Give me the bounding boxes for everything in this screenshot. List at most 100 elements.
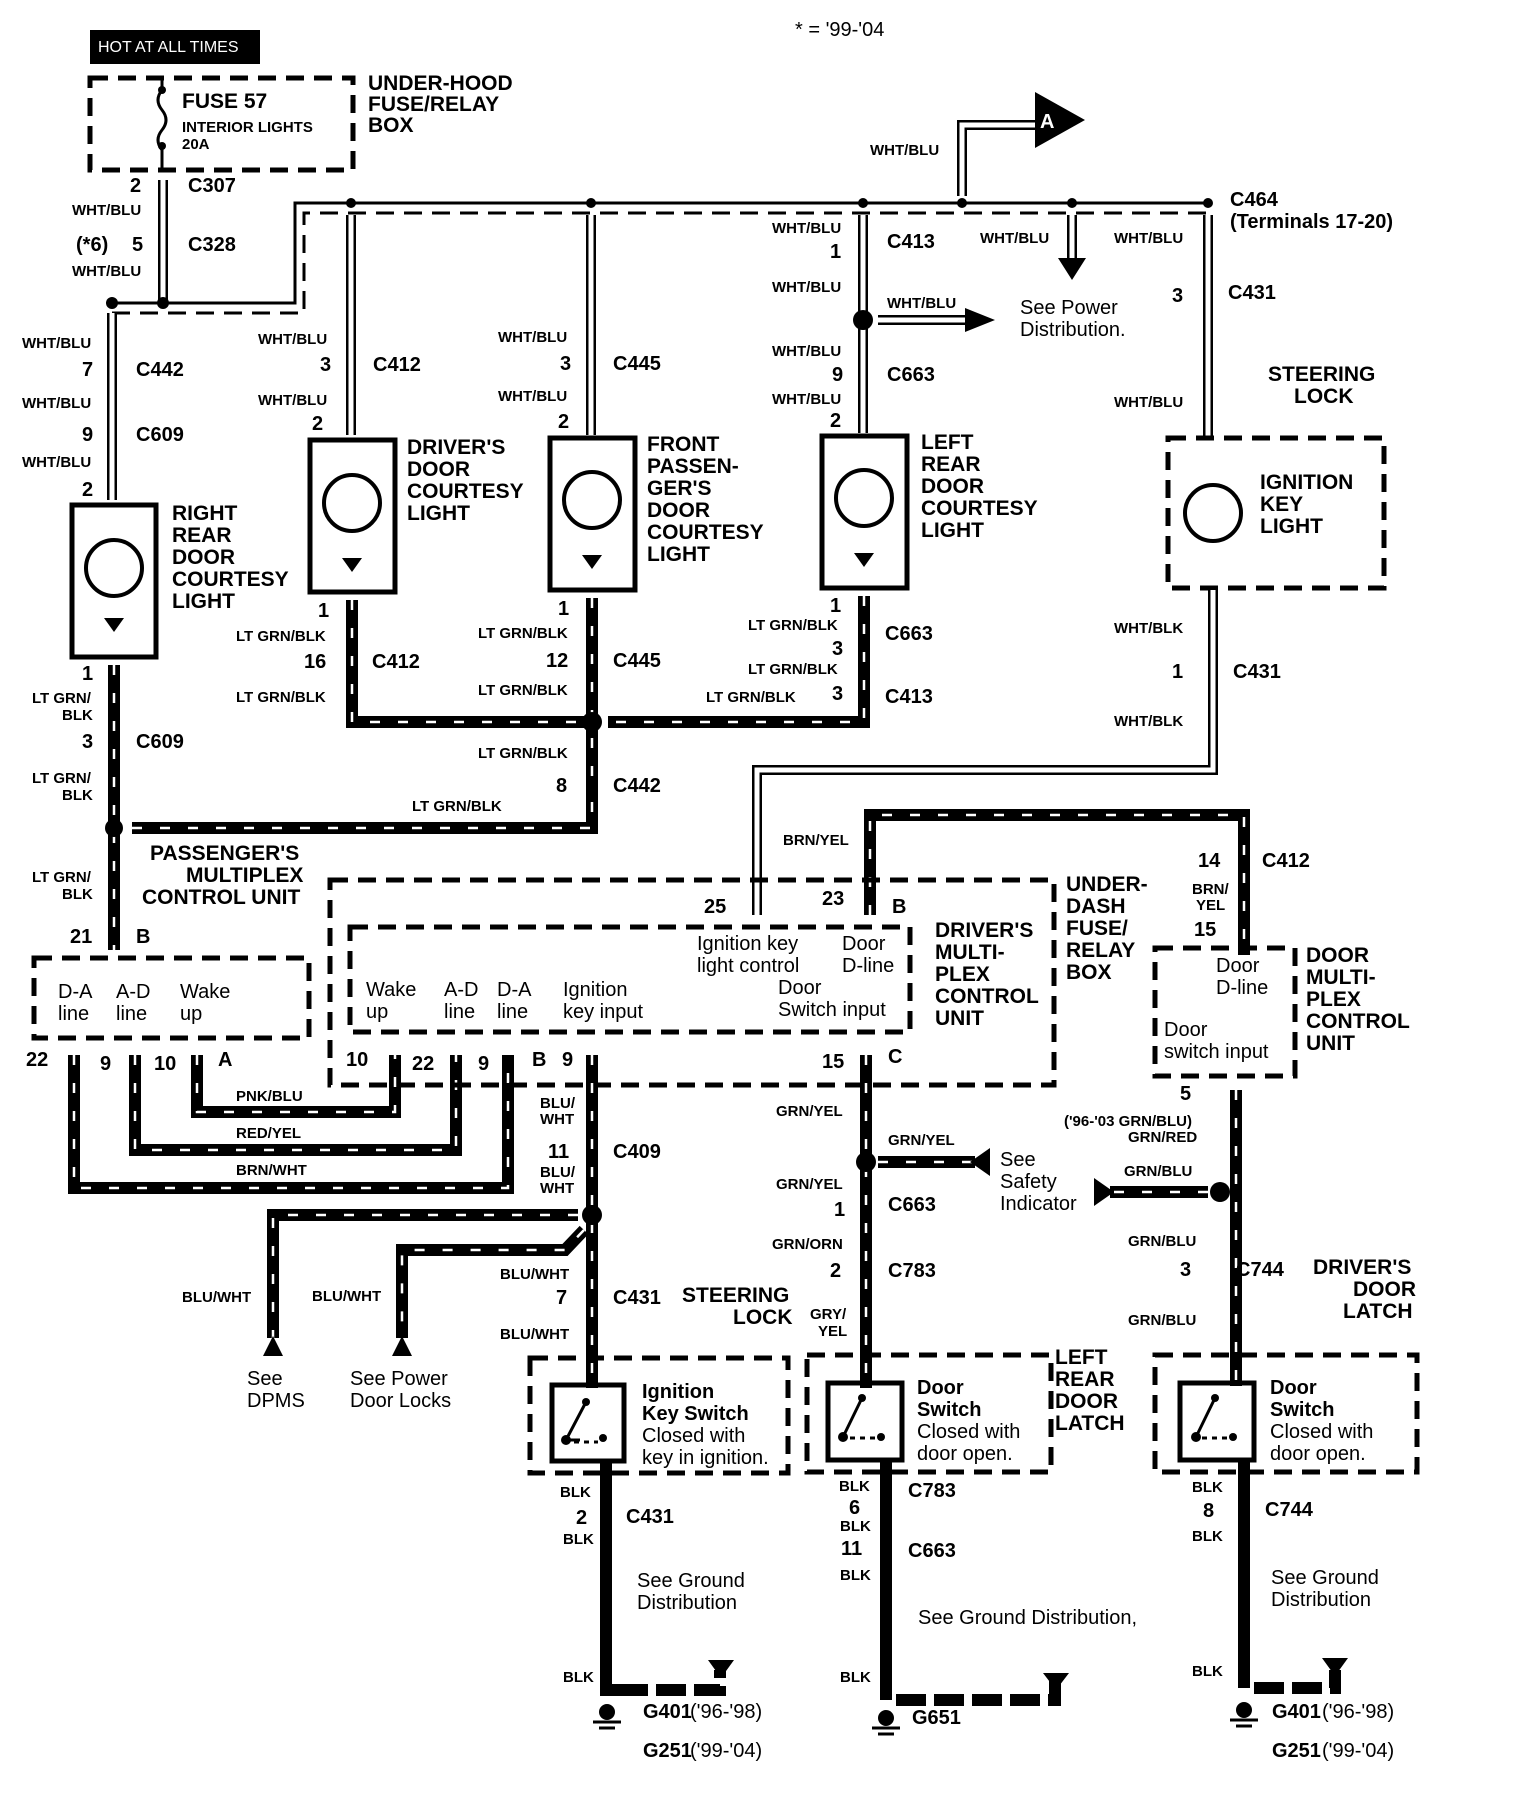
wire-label: YEL [1196, 897, 1225, 914]
label-line: Switch [1270, 1399, 1334, 1421]
label-line: FUSE/ [1066, 917, 1128, 940]
pin-label: Switch input [778, 999, 886, 1021]
see-safety-indicator-3[interactable]: Indicator [1000, 1193, 1077, 1215]
label-line: UNDER- [1066, 873, 1148, 896]
wire-label: WHT/BLU [498, 388, 567, 405]
pin-note: (*6) [76, 234, 108, 256]
connector-c442: C442 [613, 775, 661, 797]
down-arrow-icon [1058, 258, 1086, 280]
wire-label: LT GRN/BLK [478, 625, 568, 642]
see-ground-distribution-2[interactable]: Distribution [1271, 1589, 1371, 1611]
ignition-key-light-box [1165, 435, 1387, 591]
wire-label: BLK [839, 1478, 870, 1495]
wire-label: BLK [840, 1518, 871, 1535]
safety-arrow-icon-2 [1094, 1178, 1114, 1206]
wire-label: WHT/BLU [22, 335, 91, 352]
label-line: PASSEN- [647, 455, 739, 478]
ground-g651: G651 [912, 1707, 961, 1729]
see-power-distribution-2[interactable]: Distribution. [1020, 319, 1126, 341]
connector-c744: C744 [1265, 1499, 1314, 1521]
label-line: LATCH [1055, 1412, 1125, 1435]
wire-label: WHT [540, 1111, 574, 1128]
pin-label: light control [697, 955, 799, 977]
pin-label: Door [842, 933, 886, 955]
wire-label: RED/YEL [236, 1125, 301, 1142]
pin: 15 [1194, 919, 1216, 941]
pin-label: line [444, 1001, 475, 1023]
door-switch [825, 1380, 905, 1463]
label-line: Closed with [642, 1425, 745, 1447]
see-ground-distribution[interactable]: See Ground [637, 1570, 745, 1592]
connector-c609: C609 [136, 731, 184, 753]
pin-label-ad-2: line [116, 1003, 147, 1025]
fuse-rating: 20A [182, 136, 210, 153]
see-dpms-2[interactable]: DPMS [247, 1390, 305, 1412]
pin: 11 [841, 1538, 862, 1560]
fuse-57-icon [156, 80, 168, 168]
steering-lock-title: STEERING [1268, 363, 1375, 386]
wire-label: LT GRN/BLK [236, 689, 326, 706]
bulb-icon [834, 468, 894, 528]
connector-c412: C412 [373, 354, 421, 376]
see-ground-distribution[interactable]: See Ground Distribution, [918, 1607, 1137, 1629]
wire-label: WHT/BLU [870, 142, 939, 159]
see-dpms[interactable]: See [247, 1368, 283, 1390]
ground-symbol-icon [1230, 1702, 1258, 1728]
connector-c663: C663 [885, 623, 933, 645]
pin: 8 [1203, 1500, 1214, 1522]
left-rear-latch-title: LEFT REAR DOOR LATCH [1055, 1346, 1125, 1435]
see-ground-distribution[interactable]: See Ground [1271, 1567, 1379, 1589]
connector-c412: C412 [1262, 850, 1310, 872]
wire-label: GRN/YEL [776, 1103, 843, 1120]
pin: 22 [26, 1049, 48, 1071]
label-line: MULTI- [1306, 966, 1376, 989]
pin: 3 [1172, 285, 1183, 307]
pin-label: D-line [1216, 977, 1268, 999]
passenger-mpcu-box [31, 955, 312, 1041]
connector-c663: C663 [887, 364, 935, 386]
pin: 25 [704, 896, 726, 918]
label-line: DOOR [647, 499, 710, 522]
connector-c464: C464 [1230, 189, 1279, 211]
under-hood-fuse-box [87, 75, 356, 173]
ground-g401-years: ('96-'98) [690, 1701, 762, 1723]
wire-label: GRY/ [810, 1306, 847, 1323]
side-letter: B [136, 926, 150, 948]
wire-label: BLK [840, 1567, 871, 1584]
see-safety-indicator-2[interactable]: Safety [1000, 1171, 1057, 1193]
see-power-distribution[interactable]: See Power [1020, 297, 1118, 319]
switch-icon [564, 1401, 588, 1442]
pin: 10 [154, 1053, 176, 1075]
see-safety-indicator[interactable]: See [1000, 1149, 1036, 1171]
wire-label: PNK/BLU [236, 1088, 303, 1105]
wire-label: LT GRN/BLK [478, 745, 568, 762]
see-power-door-locks-2[interactable]: Door Locks [350, 1390, 451, 1412]
side-letter: B [892, 896, 906, 918]
wire-label: WHT/BLU [887, 295, 956, 312]
pin: 3 [560, 353, 571, 375]
label-line: RELAY [1066, 939, 1135, 962]
arrow-a-icon [1035, 92, 1085, 148]
left-rear-courtesy-light [819, 433, 910, 591]
label-line: Key Switch [642, 1403, 749, 1425]
see-power-door-locks[interactable]: See Power [350, 1368, 448, 1390]
pin: 22 [412, 1053, 434, 1075]
label-line: DOOR [407, 458, 470, 481]
label-line: REAR [1055, 1368, 1115, 1391]
connector-c609: C609 [136, 424, 184, 446]
arrow-a-label[interactable]: A [1040, 111, 1054, 133]
right-rear-courtesy-light [69, 502, 159, 660]
pin: 12 [546, 650, 568, 672]
wire-label: LT GRN/BLK [412, 798, 502, 815]
pin: 1 [834, 1199, 845, 1221]
ground-g251: G251 [1272, 1740, 1321, 1762]
label-line: GER'S [647, 477, 712, 500]
label-line: PLEX [935, 963, 990, 986]
see-ground-distribution-2[interactable]: Distribution [637, 1592, 737, 1614]
label-line: DOOR [172, 546, 235, 569]
right-arrow-icon [965, 308, 995, 332]
wire-label: BLU/WHT [500, 1266, 569, 1283]
splice-dot [853, 310, 873, 330]
wire-label: WHT/BLU [72, 263, 141, 280]
